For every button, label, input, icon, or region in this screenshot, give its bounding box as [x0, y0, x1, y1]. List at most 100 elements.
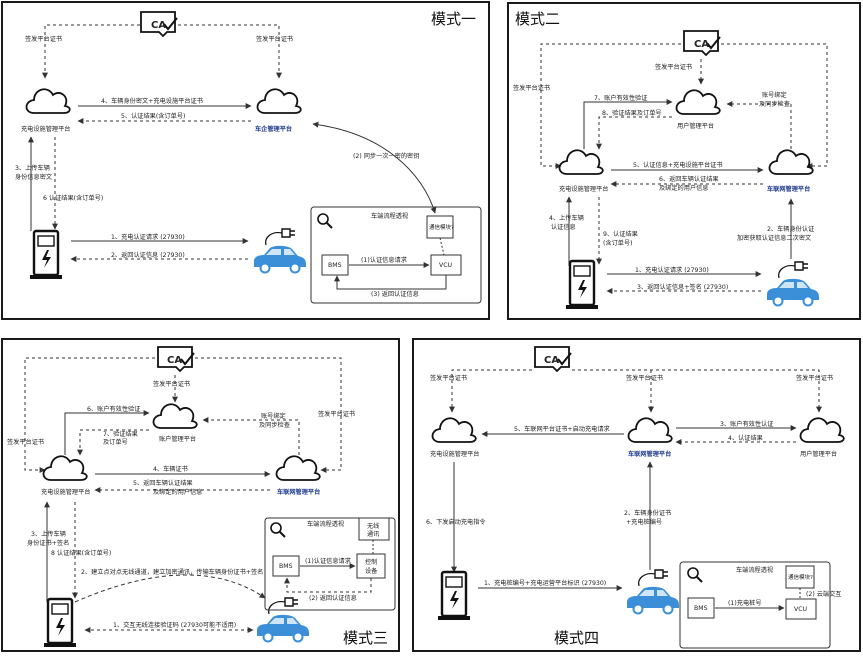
cloud-icon: [627, 417, 673, 443]
inset-title: 车端流程透视: [371, 212, 408, 220]
bind-label-1: 账号绑定: [762, 91, 787, 99]
msg-6: 6、账户有效性验证: [87, 405, 140, 413]
msg-2a: 2、车辆身份证书: [624, 509, 671, 517]
msg-8: 8 认证结果(含订单号): [51, 549, 111, 557]
msg-2-sync: (2) 同步一次一密的密钥: [353, 152, 419, 160]
panel-mode-1: 模式一 CA 签发平台证书 签发平台证书 充电设施管理平台 车企管理平台 4、车…: [1, 1, 490, 320]
msg-7b: 及订单号: [103, 438, 128, 446]
inset-msg-3: (3) 返回认证信息: [371, 290, 419, 298]
ctrl-box-2: 设备: [365, 567, 378, 575]
inset-msg-1: (1)认证信息请求: [361, 256, 407, 264]
diagram-mode-1: 模式一 CA 签发平台证书 签发平台证书 充电设施管理平台 车企管理平台 4、车…: [15, 10, 482, 304]
msg-5: 5、认证结果(含订单号): [121, 112, 185, 120]
msg-3: 3、账户有效性认证: [720, 420, 773, 428]
msg-7a: 7、验证结果: [103, 430, 138, 438]
msg-2: 2、建立点对点无线通道，建立加密通讯，传输车辆身份证书+签名: [81, 568, 263, 576]
msg-6b: 及绑定的用户信息: [659, 184, 709, 192]
ca-left-label: 签发平台证书: [430, 374, 467, 382]
charger-icon: [564, 259, 600, 311]
msg-5: 5、车联网平台证书+启动充电请求: [514, 425, 610, 433]
msg-9b: (含订单号): [603, 239, 633, 247]
ca-label: CA: [151, 20, 166, 31]
cloud-icon: [799, 417, 845, 443]
cloud-vehicle-label: 车联网管理平台: [628, 450, 671, 458]
inset-title: 车端流程透视: [736, 566, 773, 574]
ca-top-label: 签发平台证书: [153, 380, 190, 388]
msg-3b: 身份证书+签名: [27, 539, 69, 547]
module-box: 通信模块?: [429, 223, 454, 231]
charger-icon: [436, 570, 472, 622]
msg-4: 4、车辆证书: [153, 465, 188, 473]
cloud-charge-label: 充电设施管理平台: [21, 125, 71, 133]
ca-right-label: 签发平台证书: [796, 374, 833, 382]
cloud-user-label: 用户管理平台: [677, 122, 714, 130]
ca-left-label: 签发平台证书: [513, 84, 550, 92]
cloud-user-label: 用户管理平台: [800, 450, 837, 458]
car-plug-icon: [766, 261, 820, 307]
msg-6: 6 认证结果(含订单号): [43, 194, 103, 202]
cloud-icon: [152, 403, 198, 429]
wireless-box-1: 无线: [367, 522, 379, 530]
ca-left-label: 签发平台证书: [25, 35, 62, 43]
msg-3: 3、返回认证信息+签名 (27930): [637, 283, 728, 291]
cloud-icon: [768, 149, 814, 175]
inset-title: 车端流程透视: [307, 520, 344, 528]
msg-4a: 4、上传车辆: [549, 214, 584, 222]
msg-1: 1、充电认证请求 (27930): [635, 266, 709, 274]
ca-left-label: 签发平台证书: [7, 438, 44, 446]
msg-5a: 5、返回车辆认证结果: [133, 479, 193, 487]
cloud-charge-label: 充电设施管理平台: [430, 450, 480, 458]
msg-4: 4、认证结果: [728, 434, 763, 442]
cloud-icon: [275, 455, 321, 481]
car-plug-icon: [253, 228, 307, 274]
car-plug-icon: [626, 569, 680, 615]
msg-9a: 9、认证结果: [603, 230, 638, 238]
mode-title: 模式三: [343, 629, 388, 647]
bms-box: BMS: [694, 605, 708, 612]
cloud-charge-label: 充电设施管理平台: [559, 185, 609, 193]
module-box: 通信模块?: [788, 573, 813, 581]
ca-mid-label: 签发平台证书: [626, 374, 663, 382]
inset-msg-2: (2) 返回认证信息: [309, 594, 357, 602]
msg-1: 1、充电认证请求 (27930): [111, 233, 185, 241]
msg-3b: 身份信息密文: [15, 173, 52, 181]
bind-label-1: 账号绑定: [261, 412, 286, 420]
msg-5b: 及绑定的用户信息: [153, 488, 203, 496]
cloud-vehicle-label: 车联网管理平台: [767, 185, 810, 193]
msg-1: 1、充电桩编号+充电运营平台标识 (27930): [484, 579, 606, 587]
charger-icon: [42, 597, 78, 649]
vcu-box: VCU: [794, 606, 807, 613]
msg-8: 8、验证结果及订单号: [602, 109, 662, 117]
cloud-vehicle-label: 车联网管理平台: [277, 488, 320, 496]
diagram-mode-3: 模式三 CA 签发平台证书 签发平台证书 签发平台证书 账户管理平台 充电设施管…: [7, 346, 396, 649]
cloud-icon: [25, 88, 71, 114]
bms-box: BMS: [328, 262, 342, 269]
panel-mode-2: 模式二 CA 签发平台证书 签发平台证书 用户管理平台 充电设施管理平台 车联网…: [507, 2, 861, 320]
msg-6: 6、下发启动充电指令: [426, 518, 486, 526]
cloud-charge-label: 充电设施管理平台: [41, 488, 91, 496]
mode-title: 模式一: [431, 10, 476, 28]
msg-6a: 6、返回车辆认证结果: [659, 175, 719, 183]
diagram-mode-2: 模式二 CA 签发平台证书 签发平台证书 用户管理平台 充电设施管理平台 车联网…: [513, 10, 828, 311]
cloud-icon: [42, 455, 88, 481]
msg-2: 2、返回认证信息 (27930): [111, 251, 185, 259]
vehicle-flow-inset: [264, 517, 396, 611]
ca-right-label: 签发平台证书: [318, 410, 355, 418]
charger-icon: [28, 229, 64, 281]
cloud-vehicle-label: 车企管理平台: [255, 125, 292, 133]
panel-mode-4: 模式四 CA 签发平台证书 签发平台证书 签发平台证书 充电设施管理平台 车联网…: [412, 338, 861, 652]
vehicle-flow-inset: [679, 561, 831, 649]
search-icon: [270, 522, 286, 538]
msg-3a: 3、上传车辆: [31, 530, 66, 538]
mode-title: 模式四: [554, 629, 599, 647]
inset-msg-2: (2) 云端交互: [806, 590, 841, 598]
ca-right-label: 签发平台证书: [256, 35, 293, 43]
ca-top-label: 签发平台证书: [655, 63, 692, 71]
vcu-box: VCU: [439, 262, 452, 269]
ctrl-box-1: 控制: [365, 558, 377, 566]
cloud-icon: [256, 88, 302, 114]
cloud-icon: [431, 417, 477, 443]
search-icon: [317, 213, 333, 229]
diagram-mode-4: 模式四 CA 签发平台证书 签发平台证书 签发平台证书 充电设施管理平台 车联网…: [426, 346, 845, 649]
msg-5: 5、认证信息+充电设施平台证书: [633, 161, 723, 169]
